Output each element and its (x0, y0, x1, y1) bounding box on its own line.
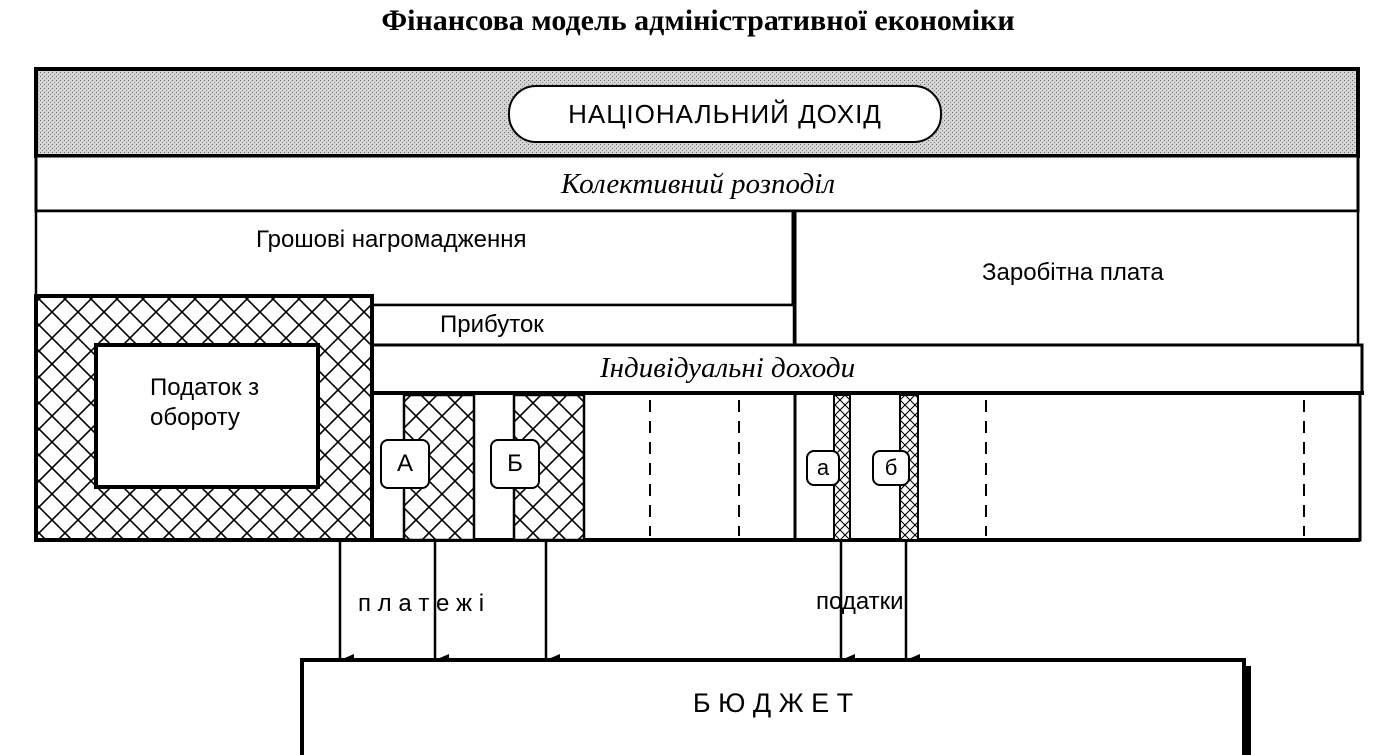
wages-block (792, 209, 1360, 347)
budget-label: Б Ю Д Ж Е Т (692, 688, 854, 718)
money-accumulation-block (34, 209, 796, 307)
turnover-tax-line1: Податок з (150, 374, 260, 401)
taxes-label: податки (816, 588, 904, 615)
collective-distribution-label: Колективний розподіл (561, 168, 835, 200)
national-income-label: НАЦІОНАЛЬНИЙ ДОХІД (508, 85, 942, 143)
profit-row (370, 303, 796, 347)
individual-income-row (370, 343, 1364, 395)
budget-box (300, 658, 1246, 755)
individual-income-label: Індивідуальні доходи (600, 352, 856, 384)
badge-b-lower: б (872, 450, 910, 486)
badge-a-lower: а (806, 450, 840, 486)
money-accumulation-label: Грошові нагромадження (256, 226, 527, 253)
badge-b-upper: Б (490, 439, 540, 489)
turnover-tax-line2: обороту (150, 404, 240, 431)
wages-label: Заробітна плата (982, 259, 1164, 286)
collective-distribution-row (34, 154, 1360, 213)
diagram-title: Фінансова модель адміністративної економ… (381, 4, 1015, 37)
payments-label: п л а т е ж і (358, 590, 485, 617)
badge-a-upper: А (380, 439, 430, 489)
turnover-tax-box: Податок з обороту (94, 343, 320, 489)
profit-label: Прибуток (440, 311, 544, 338)
